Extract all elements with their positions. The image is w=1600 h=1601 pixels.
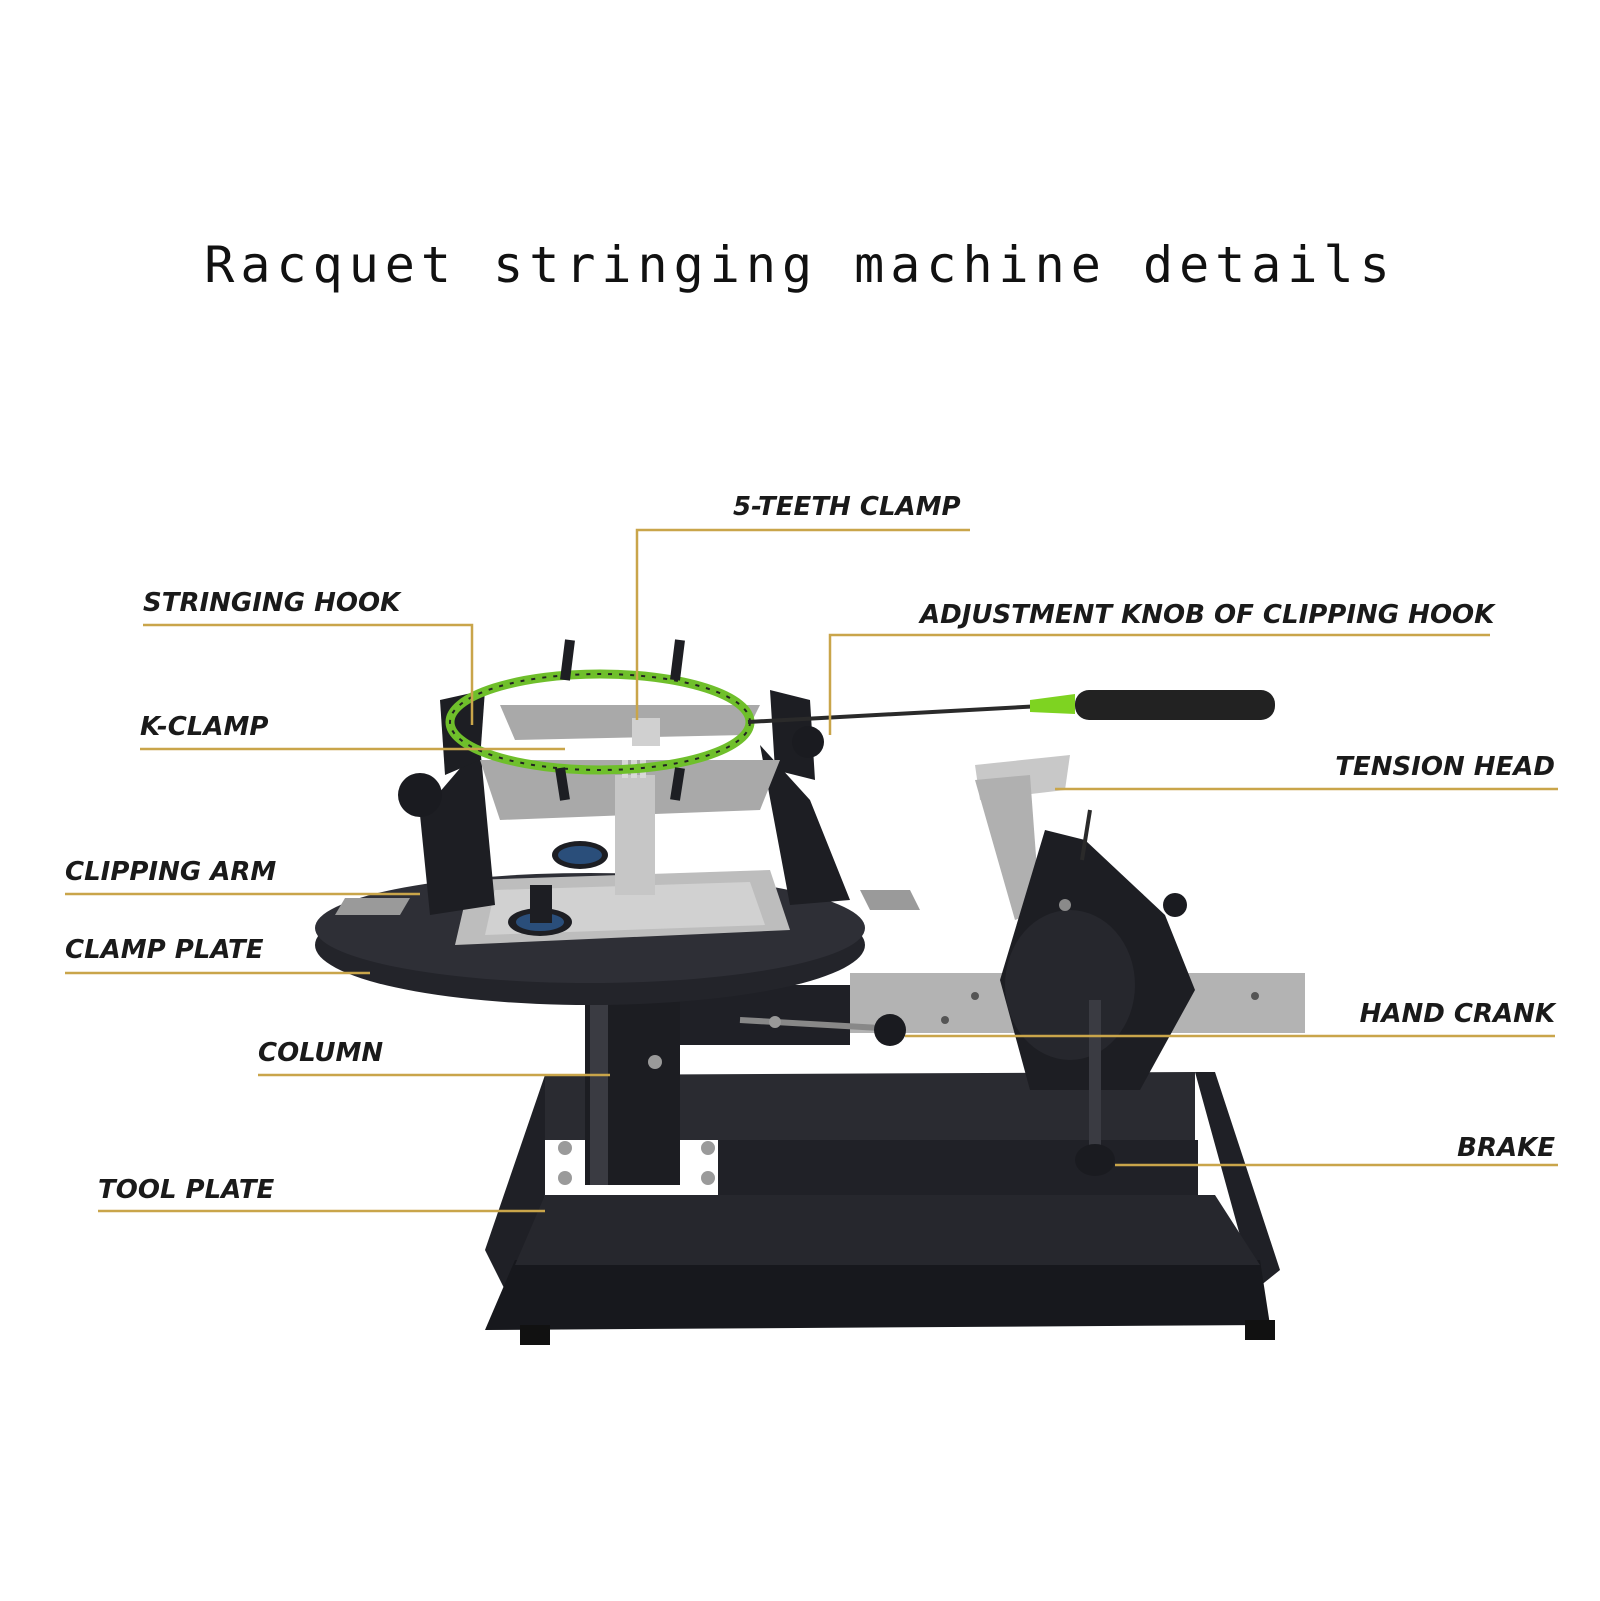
label-tension-head: TENSION HEAD	[1335, 752, 1555, 782]
five-teeth-clamp-shape	[615, 718, 660, 895]
label-stringing-hook: STRINGING HOOK	[143, 588, 401, 618]
label-five-teeth-clamp: 5-TEETH CLAMP	[733, 492, 961, 522]
label-clamp-plate: CLAMP PLATE	[65, 935, 264, 965]
label-hand-crank: HAND CRANK	[1359, 999, 1555, 1029]
label-clipping-arm: CLIPPING ARM	[65, 857, 277, 887]
leader-stringing-hook	[143, 623, 474, 725]
leader-adjustment-knob	[828, 633, 1490, 735]
leader-five-teeth-clamp	[635, 528, 970, 720]
label-brake: BRAKE	[1457, 1133, 1555, 1163]
tool-plate-shape	[485, 1072, 1280, 1345]
label-k-clamp: K-CLAMP	[140, 712, 269, 742]
k-clamp-shape	[508, 841, 608, 936]
brake-shape	[739, 1014, 906, 1046]
label-column: COLUMN	[258, 1038, 384, 1068]
hand-crank-shape	[1075, 1000, 1115, 1176]
label-tool-plate: TOOL PLATE	[98, 1175, 275, 1205]
racquet-shape	[445, 639, 1275, 801]
leader-lines	[65, 528, 1558, 1213]
page-title: Racquet stringing machine details	[204, 236, 1396, 294]
label-adjustment-knob: ADJUSTMENT KNOB OF CLIPPING HOOK	[920, 600, 1495, 630]
tension-head-shape	[975, 755, 1195, 1090]
column-shape	[558, 985, 715, 1185]
